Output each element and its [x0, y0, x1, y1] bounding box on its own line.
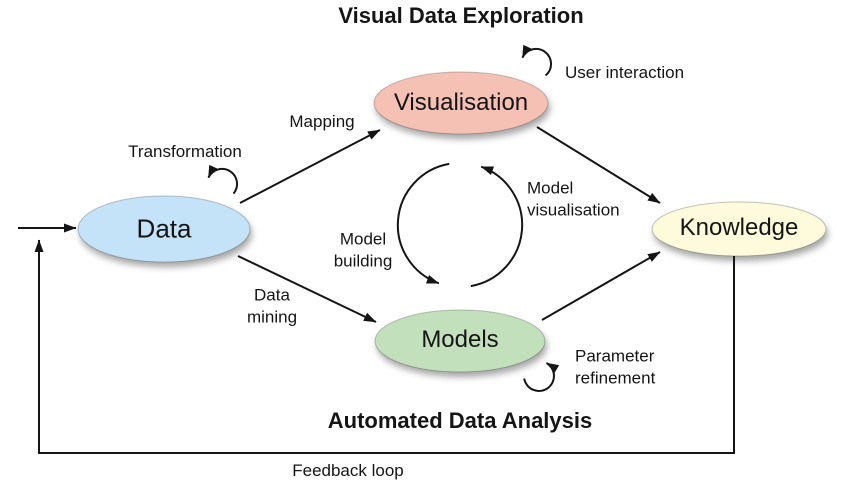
feedback-loop-path — [34, 239, 735, 454]
parameter-refinement-loop — [523, 362, 560, 392]
visualisation-node-ellipse — [373, 71, 549, 135]
knowledge-node-ellipse — [651, 201, 827, 257]
title-visual-data-exploration: Visual Data Exploration — [338, 3, 584, 28]
visualisation-to-knowledge-arrow — [536, 126, 661, 204]
mapping-label: Mapping — [289, 112, 355, 132]
title-automated-data-analysis: Automated Data Analysis — [327, 408, 593, 433]
models-node-label: Models — [421, 326, 499, 353]
model-visualisation-label: Model visualisation — [527, 178, 620, 219]
mapping-arrow — [239, 129, 381, 204]
data-node-ellipse — [77, 195, 251, 263]
data-node-label: Data — [136, 213, 192, 244]
transformation-label: Transformation — [128, 142, 242, 162]
model-building-label: Model building — [333, 229, 393, 270]
data-mining-arrow — [237, 255, 377, 323]
visualisation-node-label: Visualisation — [393, 89, 529, 116]
feedback-loop-label: Feedback loop — [292, 461, 404, 481]
model-visualisation-arc — [470, 165, 524, 288]
parameter-refinement-label: Parameter refinement — [575, 346, 656, 387]
knowledge-node-label: Knowledge — [679, 214, 799, 241]
transformation-loop — [207, 164, 239, 195]
models-to-knowledge-arrow — [541, 251, 661, 321]
data-mining-label: Data mining — [246, 285, 298, 326]
models-node-ellipse — [374, 309, 546, 373]
user-interaction-loop — [521, 44, 553, 77]
user-interaction-label: User interaction — [565, 63, 685, 83]
model-building-arc — [396, 162, 450, 285]
